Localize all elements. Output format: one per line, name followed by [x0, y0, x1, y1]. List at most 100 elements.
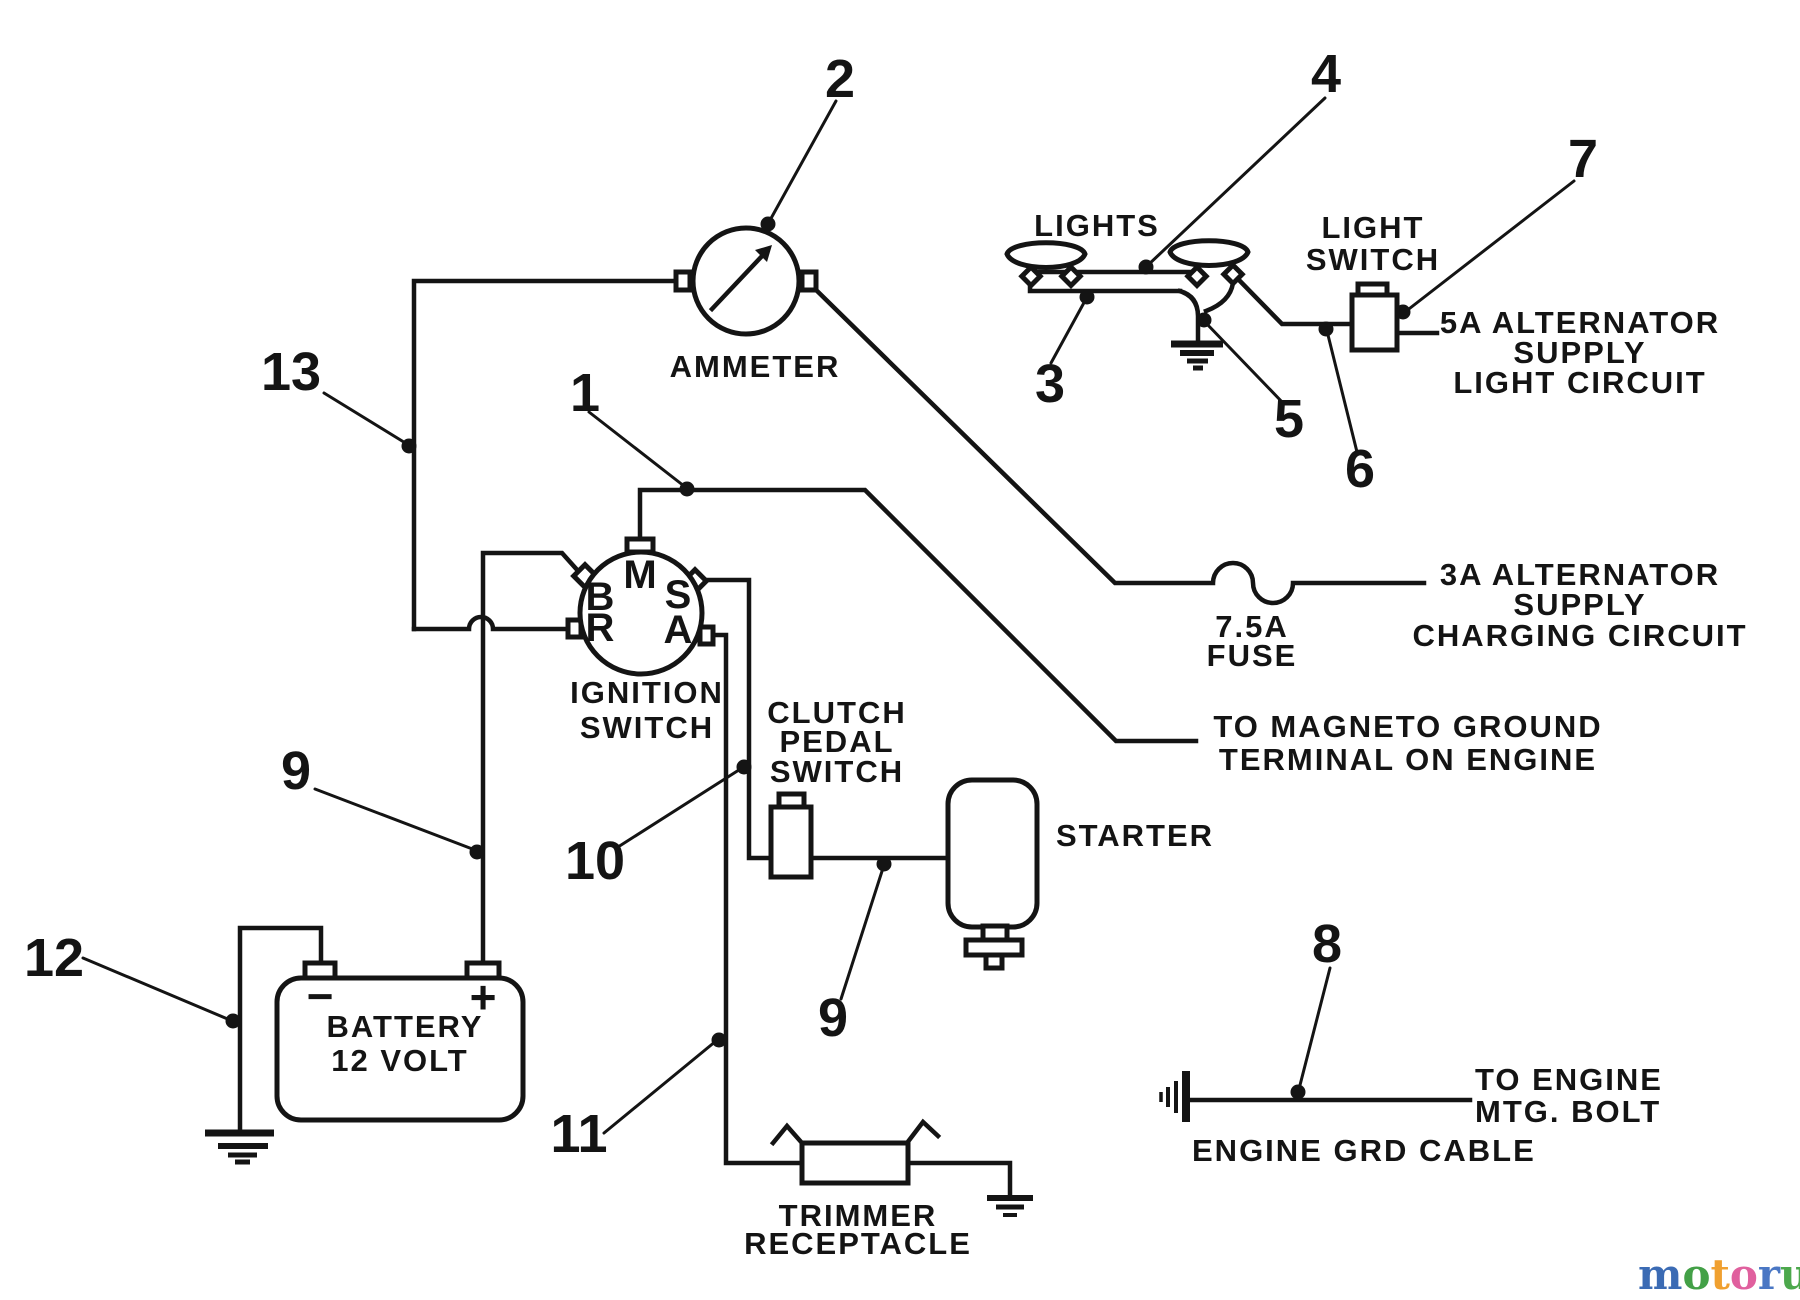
leader-7: [1403, 179, 1576, 314]
wire-b-terminal-to-battery-positive: [480, 550, 583, 966]
callout-9-starter: 9: [818, 988, 848, 1048]
ammeter-symbol: [673, 225, 819, 337]
watermark-letter: o: [1682, 1250, 1710, 1299]
callout-7: 7: [1568, 129, 1598, 189]
leader-11-dot: [711, 1032, 727, 1048]
light-switch-body: [1349, 292, 1400, 353]
leader-2: [767, 99, 838, 224]
headlight-left-bowl: [1004, 240, 1088, 270]
leader-9-battery-dot: [469, 844, 485, 860]
leader-9-starter: [839, 863, 886, 1001]
light-switch-label-1: LIGHT: [1322, 210, 1425, 245]
lights-ground-funnel: [1177, 280, 1236, 345]
battery-label-2: 12 VOLT: [331, 1043, 468, 1078]
leader-10: [616, 766, 744, 849]
leader-12-dot: [225, 1013, 241, 1029]
clutch-switch-label-3: SWITCH: [770, 754, 904, 789]
ignition-switch-label-1: IGNITION: [570, 675, 724, 710]
leader-5-dot: [1196, 312, 1212, 328]
battery-body: [274, 975, 526, 1123]
leader-9-starter-dot: [876, 856, 892, 872]
battery-plus-sign: +: [470, 971, 497, 1023]
leader-9-battery: [313, 787, 477, 852]
ignition-terminal-r-label: R: [586, 606, 615, 650]
leader-5: [1203, 320, 1286, 406]
starter-symbol: [945, 777, 1040, 971]
trimmer-prong-left: [769, 1122, 806, 1147]
battery-label-1: BATTERY: [327, 1009, 484, 1044]
trimmer-label-1: TRIMMER: [779, 1198, 938, 1233]
callout-9-battery: 9: [281, 741, 311, 801]
light-switch-label-2: SWITCH: [1306, 242, 1440, 277]
lights-bus-bar: [1027, 269, 1193, 294]
leader-7-dot: [1395, 304, 1411, 320]
leader-6-dot: [1318, 321, 1334, 337]
leader-10-dot: [736, 759, 752, 775]
ammeter-needle: [708, 251, 767, 313]
watermark-letter: t: [1710, 1250, 1730, 1299]
leader-11: [602, 1039, 718, 1135]
charging-circuit-label-1: 3A ALTERNATOR: [1440, 557, 1720, 592]
watermark-motoruf: motoruf.de: [1638, 1250, 1800, 1299]
light-left-terminal-a: [1018, 263, 1044, 290]
leader-13-dot: [401, 438, 417, 454]
wire-s-terminal-to-clutch-switch: [698, 577, 774, 861]
clutch-switch-body: [768, 804, 814, 880]
ammeter-needle-arrow: [755, 245, 772, 262]
callout-4: 4: [1311, 44, 1341, 104]
light-right-terminal-a: [1184, 263, 1210, 290]
callout-3: 3: [1035, 354, 1065, 414]
leader-4: [1145, 96, 1327, 268]
leader-3: [1049, 297, 1088, 365]
leader-13: [322, 391, 409, 446]
leader-1-dot: [679, 481, 695, 497]
lights-ground-symbol: [1171, 340, 1223, 371]
wire-m-terminal-to-magneto: [637, 487, 1199, 744]
battery-symbol: − +: [274, 960, 526, 1123]
leader-8-dot: [1290, 1084, 1306, 1100]
light-circuit-label-2: SUPPLY: [1513, 335, 1646, 370]
wire-lights-to-light-switch: [1233, 274, 1355, 327]
callout-12: 12: [24, 928, 84, 988]
ammeter-terminal-right: [799, 269, 819, 293]
starter-label: STARTER: [1056, 818, 1214, 853]
leader-1: [587, 410, 686, 488]
ammeter-label: AMMETER: [670, 349, 841, 384]
leader-12: [81, 956, 232, 1022]
ammeter-terminal-left: [673, 269, 693, 293]
ignition-switch-body: [577, 549, 705, 677]
starter-stub: [983, 952, 1005, 971]
callout-8: 8: [1312, 914, 1342, 974]
wire-battery-negative-to-ground: [237, 925, 324, 1134]
light-switch-symbol: [1349, 281, 1400, 353]
fuse-label-1: 7.5A: [1215, 609, 1288, 644]
light-circuit-label-1: 5A ALTERNATOR: [1440, 305, 1720, 340]
ignition-terminal-a-label: A: [664, 608, 693, 652]
clutch-switch-label-2: PEDAL: [779, 724, 894, 759]
watermark-letter: r: [1758, 1250, 1781, 1299]
ignition-switch-label-2: SWITCH: [580, 710, 714, 745]
starter-body: [945, 777, 1040, 930]
wire-a-terminal-to-trimmer: [703, 632, 805, 1166]
wire-to-r-terminal-with-hop: [411, 614, 574, 632]
text-labels: AMMETER LIGHTS LIGHT SWITCH 5A ALTERNATO…: [327, 208, 1746, 1261]
engine-ground-label-2: MTG. BOLT: [1475, 1094, 1661, 1129]
light-circuit-label-3: LIGHT CIRCUIT: [1453, 365, 1706, 400]
clutch-pedal-switch-symbol: [768, 791, 814, 880]
leader-3-dot: [1079, 289, 1095, 305]
ignition-terminal-s-label: S: [665, 573, 692, 617]
clutch-switch-label-1: CLUTCH: [767, 695, 906, 730]
fuse-label-2: FUSE: [1207, 638, 1298, 673]
watermark-letter: m: [1638, 1250, 1682, 1299]
lights-label: LIGHTS: [1034, 208, 1160, 243]
leader-2-dot: [760, 216, 776, 232]
ignition-terminal-b-label: B: [586, 575, 615, 619]
battery-ground-symbol: [205, 1129, 274, 1165]
wire-ammeter-to-charging-circuit: [808, 282, 1427, 606]
wire-trimmer-to-ground: [905, 1160, 1013, 1200]
watermark-letter: u: [1780, 1250, 1800, 1299]
callout-6: 6: [1345, 439, 1375, 499]
callout-2: 2: [825, 49, 855, 109]
charging-circuit-label-2: SUPPLY: [1513, 587, 1646, 622]
